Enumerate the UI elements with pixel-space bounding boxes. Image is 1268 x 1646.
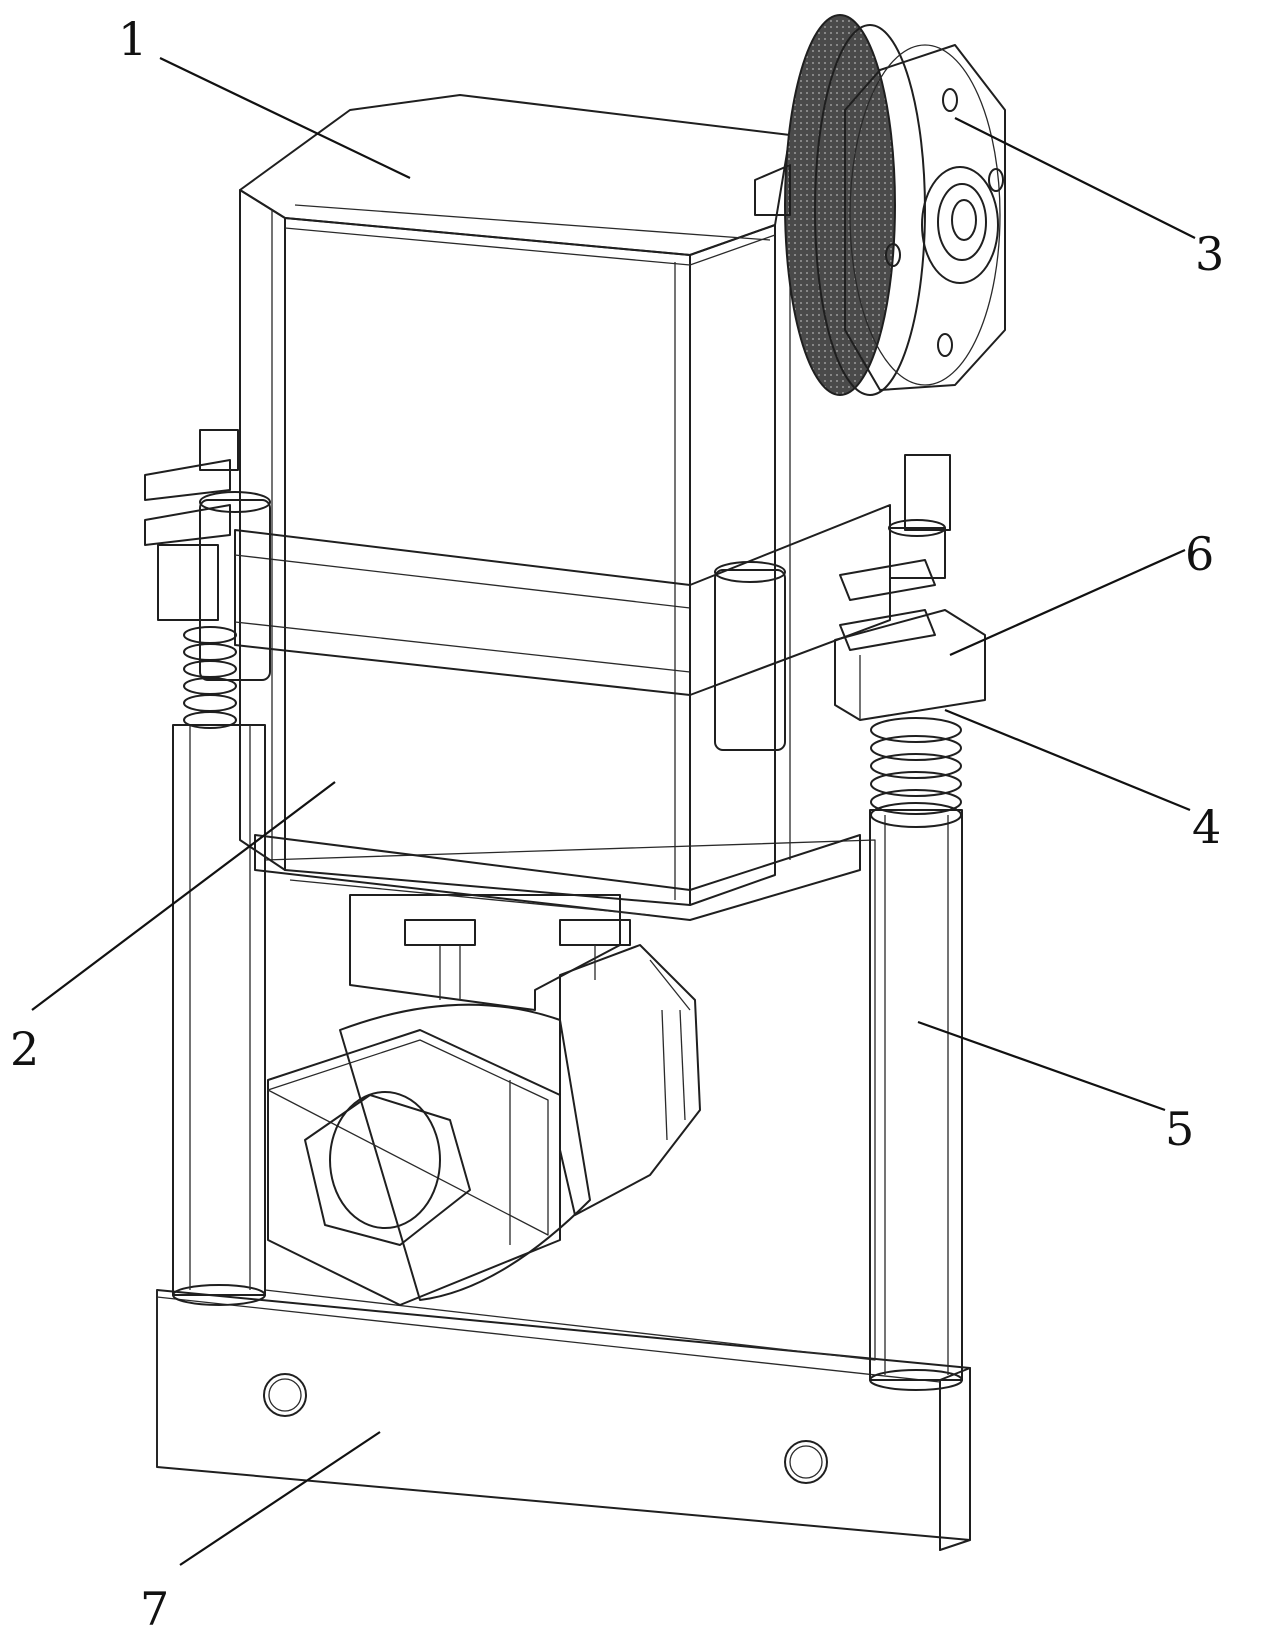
callout-2: 2 [10, 1022, 39, 1076]
hex-nut [267, 1029, 561, 1306]
leader-4 [944, 708, 1191, 812]
leader-7 [179, 1431, 381, 1566]
guide-block-left [144, 429, 271, 681]
slider-block [834, 609, 986, 721]
callout-1: 1 [118, 12, 147, 66]
mounting-hole-right [784, 1440, 828, 1484]
base-plate [156, 1289, 971, 1551]
flange-plate [844, 44, 1006, 391]
spring-left [183, 626, 237, 729]
leader-2 [31, 781, 336, 1011]
callout-3: 3 [1195, 227, 1224, 281]
hub [921, 166, 999, 284]
handwheel [754, 14, 1006, 396]
callout-labels: 1 2 3 4 5 6 7 [10, 12, 1224, 1636]
valve-stem-coupling [349, 894, 631, 1011]
spring-right [870, 717, 962, 828]
guide-rod-right [869, 809, 963, 1391]
leader-3 [954, 117, 1196, 239]
callout-4: 4 [1192, 800, 1221, 854]
housing-band [234, 529, 691, 696]
guide-rod-left [172, 724, 266, 1306]
ball-valve [267, 944, 701, 1306]
leader-5 [917, 1020, 1166, 1112]
clamp-tab-lower [839, 609, 936, 651]
actuator-top-cover [239, 94, 791, 256]
actuator-housing [234, 94, 891, 921]
callout-5: 5 [1165, 1102, 1194, 1156]
mounting-hole-left [263, 1373, 307, 1417]
callout-6: 6 [1185, 527, 1214, 581]
back-plate [264, 839, 876, 1361]
leader-1 [159, 57, 411, 179]
guide-block-right [714, 454, 986, 751]
clamp-tab-upper [839, 559, 936, 601]
leader-6 [949, 548, 1186, 657]
callout-7: 7 [140, 1582, 169, 1636]
leader-lines [31, 57, 1196, 1566]
knurled-rim [784, 14, 896, 396]
